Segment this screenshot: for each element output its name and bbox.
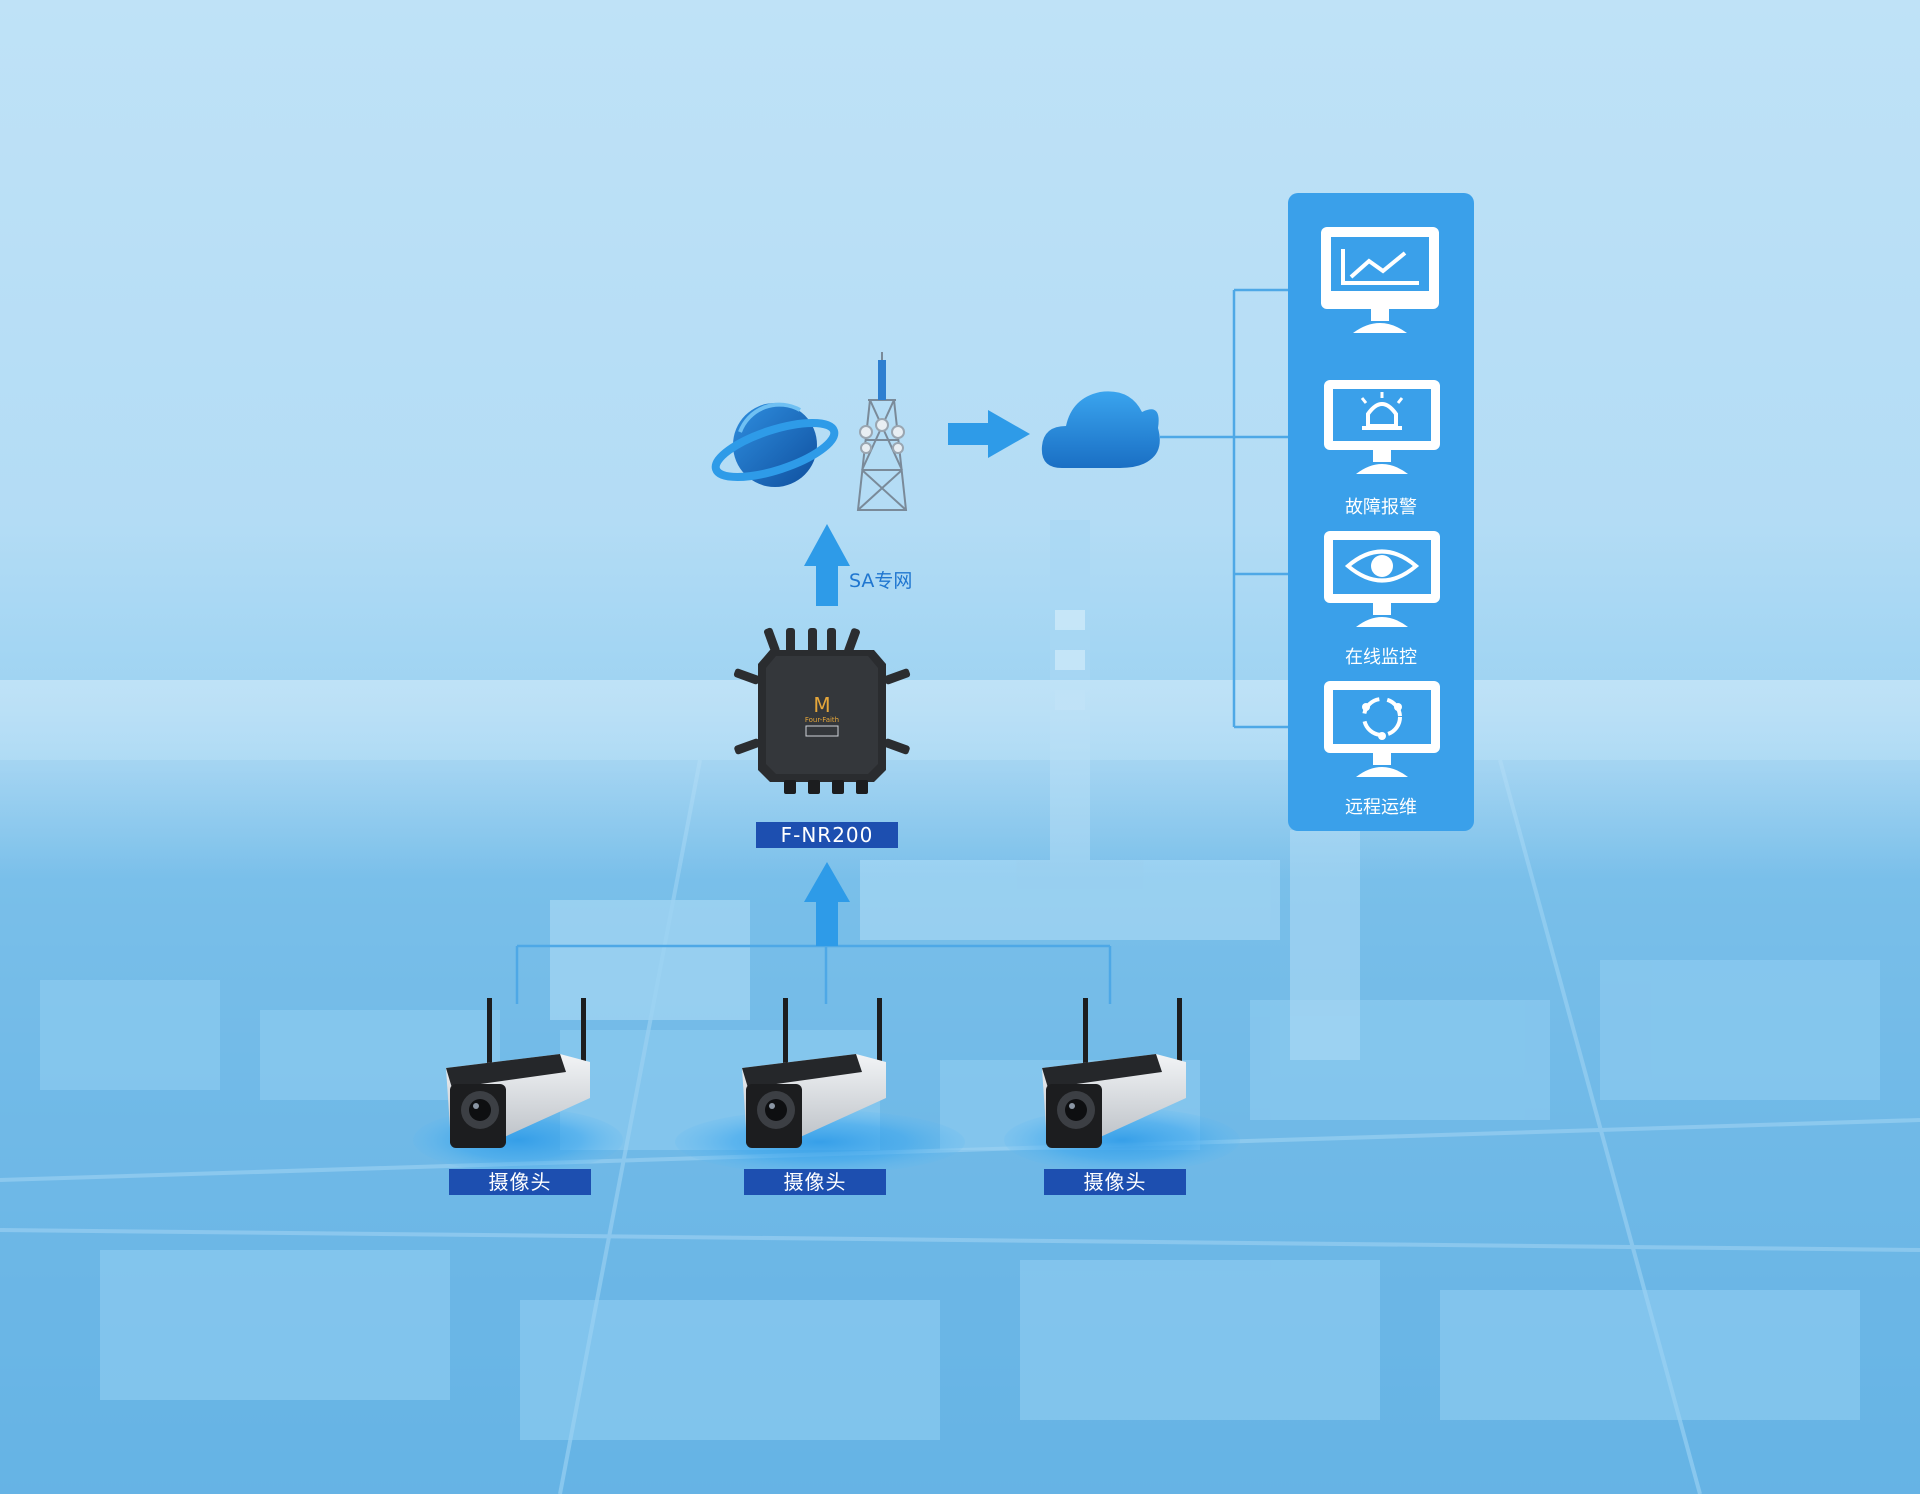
maintenance-monitor-icon: [1324, 681, 1440, 777]
camera-device: [1042, 998, 1186, 1148]
eye-monitor-icon: [1324, 531, 1440, 627]
internet-planet-icon: [711, 402, 839, 487]
camera-label-2: 摄像头: [744, 1169, 886, 1195]
camera-device: [446, 998, 590, 1148]
router-logo-text: Four-Faith: [805, 716, 839, 724]
chart-monitor-icon: [1321, 227, 1439, 333]
router-logo-mark: M: [813, 693, 830, 717]
up-arrow-to-network: [804, 524, 850, 606]
platform-connector-lines: [1160, 288, 1288, 729]
cell-tower-icon: [856, 352, 908, 511]
camera-label-1: 摄像头: [449, 1169, 591, 1195]
platform-icons: [1321, 227, 1440, 777]
platform-item-label-alarm: 故障报警: [1345, 497, 1417, 518]
router-model-label: F-NR200: [756, 822, 898, 848]
platform-item-label-monitor: 在线监控: [1345, 647, 1417, 668]
camera-label-3: 摄像头: [1044, 1169, 1186, 1195]
router-device: M Four-Faith: [733, 627, 911, 794]
alarm-monitor-icon: [1324, 380, 1440, 474]
up-arrow-to-router: [804, 862, 850, 946]
platform-item-label-maintenance: 远程运维: [1345, 797, 1417, 818]
camera-device: [742, 998, 886, 1148]
sa-network-label: SA专网: [849, 570, 913, 592]
cloud-icon: [1041, 391, 1160, 468]
camera-bus-lines: [515, 944, 1112, 1004]
right-arrow-to-cloud: [948, 410, 1030, 458]
